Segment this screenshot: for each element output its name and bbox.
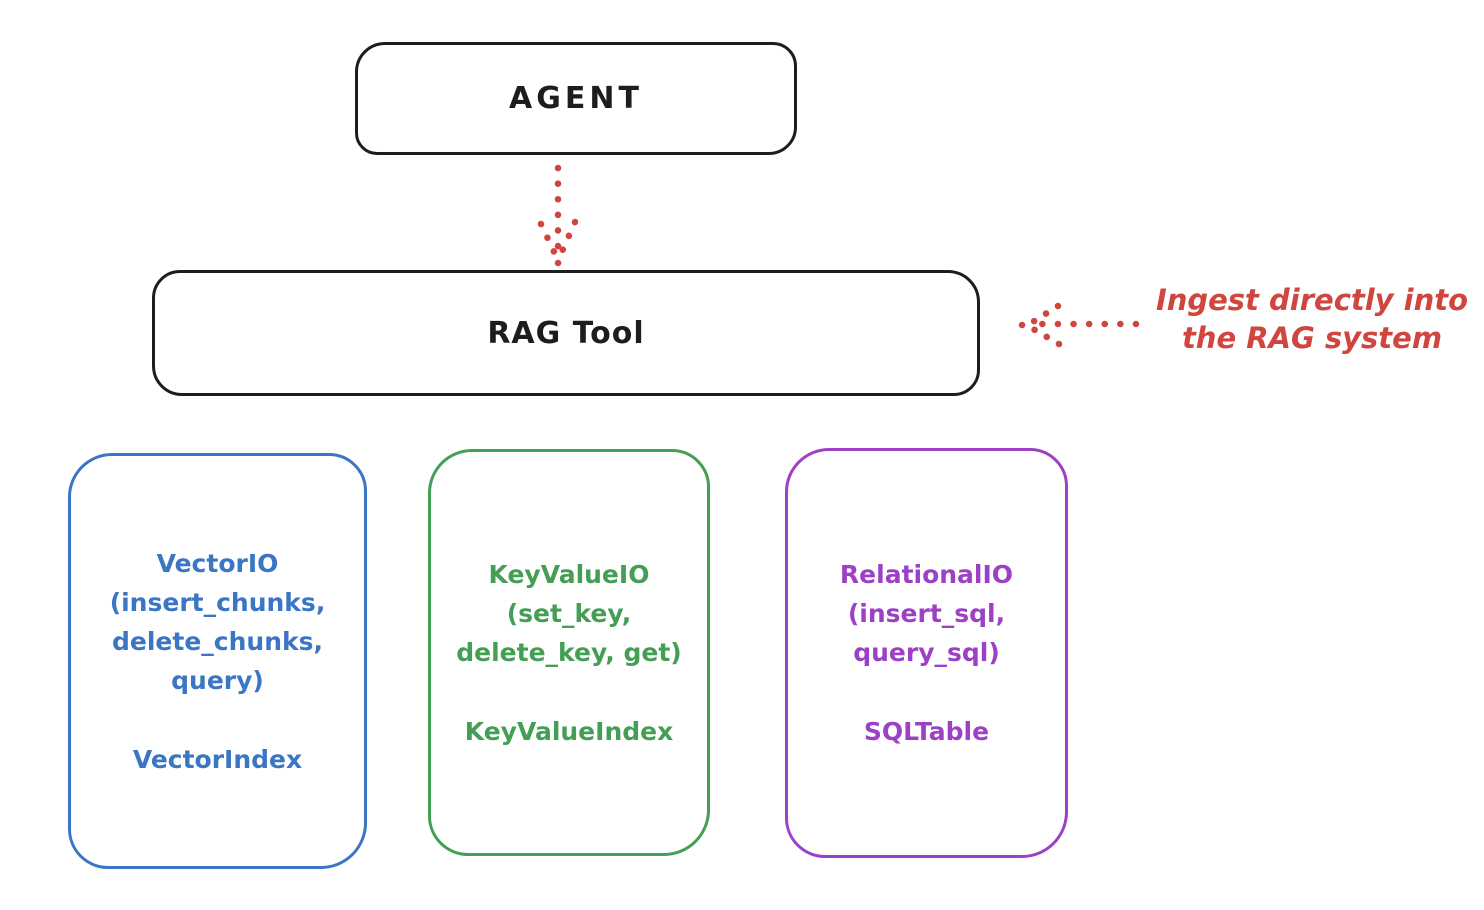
ingest-annotation: Ingest directly into the RAG system (1138, 281, 1484, 357)
rag-tool-box: RAG Tool (152, 270, 980, 396)
backend-box-relational-io: RelationalIO (insert_sql, query_sql) SQL… (785, 448, 1068, 858)
annotation-to-rag-arrow (1018, 302, 1140, 348)
ingest-annotation-line2: the RAG system (1181, 321, 1443, 355)
backend-title: VectorIO (156, 548, 279, 578)
backend-method-line: query) (171, 665, 264, 695)
backend-method-line: (set_key, (506, 598, 632, 628)
agent-box-label: AGENT (509, 81, 643, 116)
backend-method-line: delete_key, get) (456, 637, 682, 667)
backend-method-line: delete_chunks, (112, 626, 323, 656)
agent-to-rag-arrow (537, 164, 579, 267)
backend-title: KeyValueIO (488, 559, 650, 589)
backend-method-lines: VectorIO (insert_chunks, delete_chunks, … (110, 544, 326, 700)
backend-method-line: (insert_chunks, (109, 587, 326, 617)
rag-tool-box-label: RAG Tool (487, 315, 645, 351)
backend-box-keyvalue-io: KeyValueIO (set_key, delete_key, get) Ke… (428, 449, 710, 856)
backend-index-label: SQLTable (863, 717, 990, 746)
backend-method-lines: RelationalIO (insert_sql, query_sql) (840, 555, 1013, 672)
ingest-annotation-line1: Ingest directly into (1155, 283, 1469, 317)
agent-box: AGENT (355, 42, 797, 155)
backend-method-lines: KeyValueIO (set_key, delete_key, get) (456, 555, 681, 672)
backend-title: RelationalIO (839, 560, 1014, 589)
backend-index-label: VectorIndex (132, 744, 303, 774)
backend-box-vector-io: VectorIO (insert_chunks, delete_chunks, … (68, 453, 367, 869)
backend-method-line: query_sql) (853, 638, 1000, 667)
backend-index-label: KeyValueIndex (464, 716, 674, 746)
backend-method-line: (insert_sql, (847, 599, 1006, 628)
